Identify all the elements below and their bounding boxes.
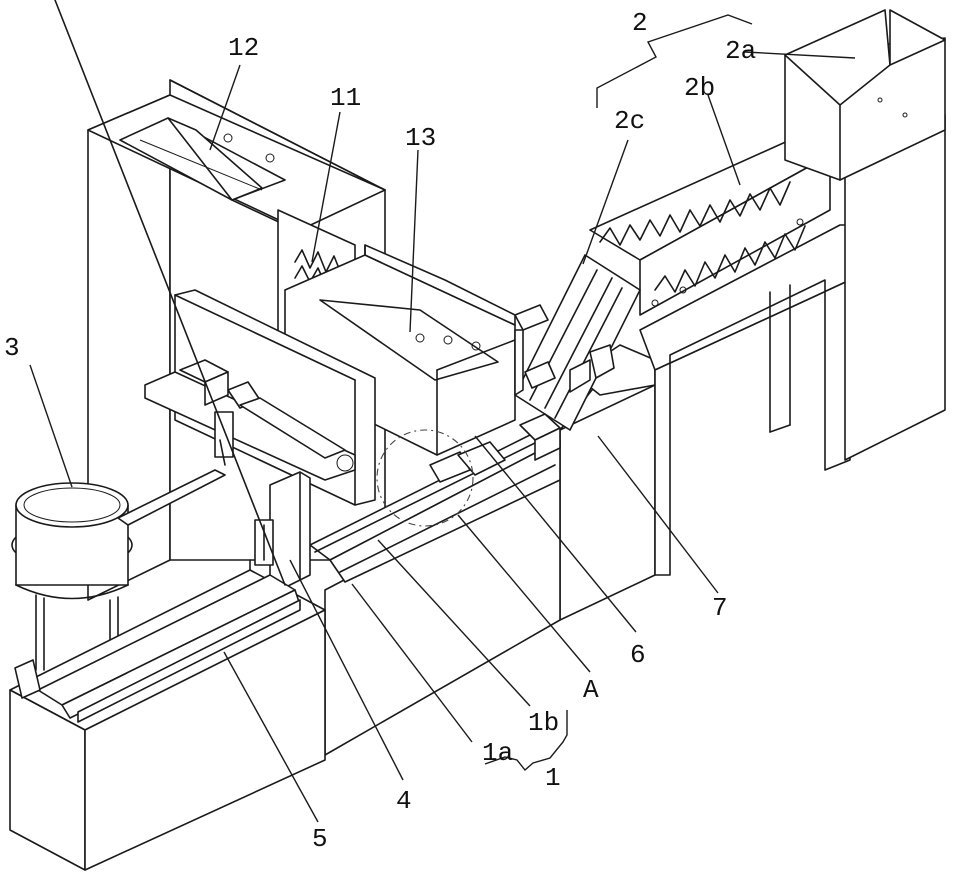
label-12: 12 [228, 33, 259, 63]
label-13: 13 [405, 123, 436, 153]
label-7: 7 [712, 593, 728, 623]
label-6: 6 [630, 640, 646, 670]
label-1a: 1a [482, 738, 513, 768]
label-3: 3 [4, 333, 20, 363]
label-2b: 2b [684, 73, 715, 103]
label-4: 4 [396, 786, 412, 816]
label-2a: 2a [725, 36, 756, 66]
label-2: 2 [632, 8, 648, 38]
label-5: 5 [312, 824, 328, 854]
label-1b: 1b [528, 708, 559, 738]
label-a: A [583, 675, 599, 705]
label-2c: 2c [614, 106, 645, 136]
label-11: 11 [330, 83, 361, 113]
label-1: 1 [545, 763, 561, 793]
